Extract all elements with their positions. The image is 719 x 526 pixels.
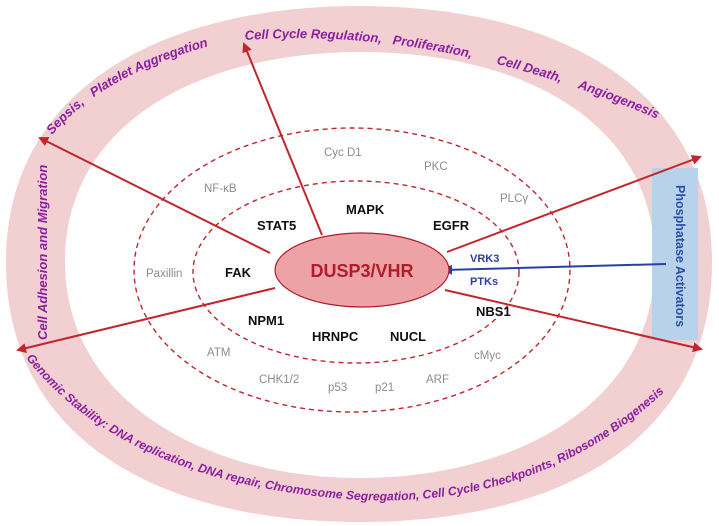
arrow-ribosome [444,289,703,353]
substrate-cycd1: Cyc D1 [324,147,362,159]
substrate-nbs1: NBS1 [476,304,511,319]
substrate-cmyc: cMyc [474,350,501,362]
substrate-paxillin: Paxillin [146,268,182,280]
substrate-plcg: PLCγ [500,193,528,205]
substrate-pkc: PKC [424,161,448,173]
center-node [274,232,450,308]
substrate-chk12: CHK1/2 [259,374,299,386]
arrow-angiogenesis [446,155,702,253]
substrate-arf: ARF [426,374,449,386]
activator-ptks: PTKs [470,276,498,288]
inner-dashed-ellipse [192,180,520,364]
center-label: DUSP3/VHR [310,261,413,281]
substrate-nucl: NUCL [390,329,426,344]
substrate-fak: FAK [225,265,252,280]
arrow-cell-cycle [242,42,323,236]
substrate-atm: ATM [207,347,230,359]
arrow-genomic [16,287,276,353]
substrate-hrnpc: HRNPC [312,329,359,344]
substrate-npm1: NPM1 [248,313,284,328]
activator-vrk3: VRK3 [470,253,499,265]
ring-text-adhesion: Cell Adhesion and Migration [35,165,50,340]
phosphatase-activators-label: Phosphatase Activators [673,185,687,327]
effect-arrows [16,42,703,353]
activators-arrow [442,263,667,275]
arrow-sepsis [38,137,271,254]
substrate-nfkb: NF-κB [204,183,237,195]
substrate-egfr: EGFR [433,218,470,233]
substrate-mapk: MAPK [346,202,385,217]
substrate-stat5: STAT5 [257,218,296,233]
substrate-p53: p53 [328,382,347,394]
phosphatase-activators-box [652,168,698,340]
outer-dashed-ellipse [133,127,571,413]
substrate-p21: p21 [375,382,394,394]
